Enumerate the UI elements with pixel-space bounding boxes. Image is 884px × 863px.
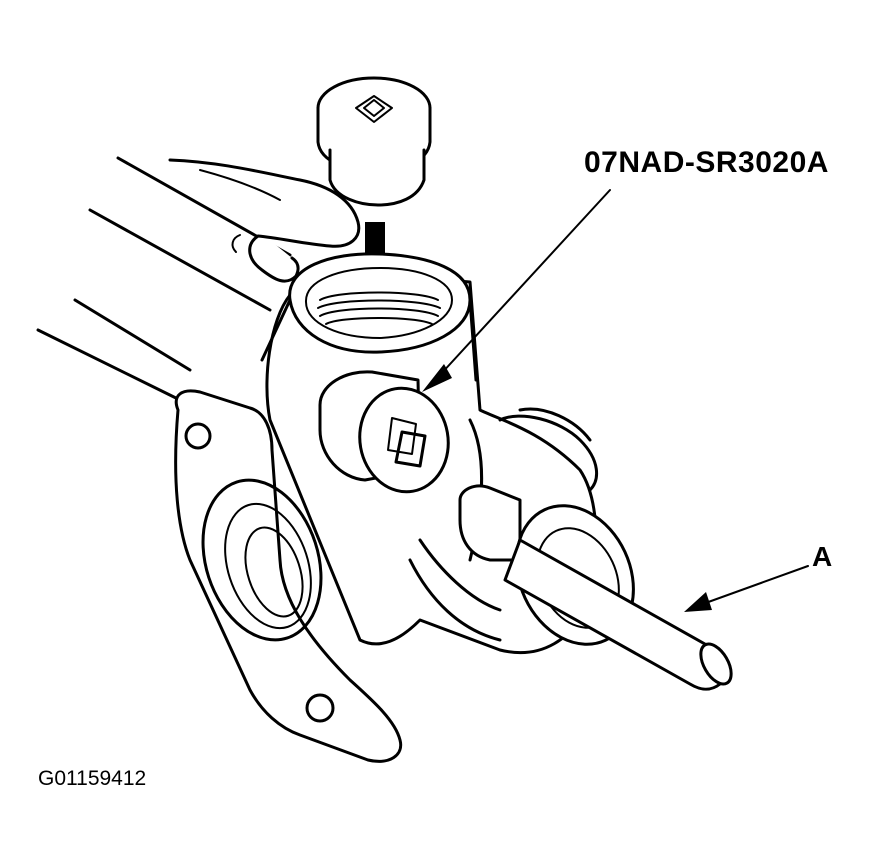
tool-number-label: 07NAD-SR3020A: [584, 146, 829, 179]
hand-illustration: [168, 158, 361, 283]
part-a-leader-line: [684, 565, 809, 612]
tool-leader-line: [422, 189, 611, 392]
part-a-label: A: [812, 541, 833, 572]
plug-bolt: [316, 76, 432, 207]
rod-a: [503, 538, 733, 691]
figure-id-label: G01159412: [38, 767, 147, 790]
valve-housing: [174, 252, 635, 763]
